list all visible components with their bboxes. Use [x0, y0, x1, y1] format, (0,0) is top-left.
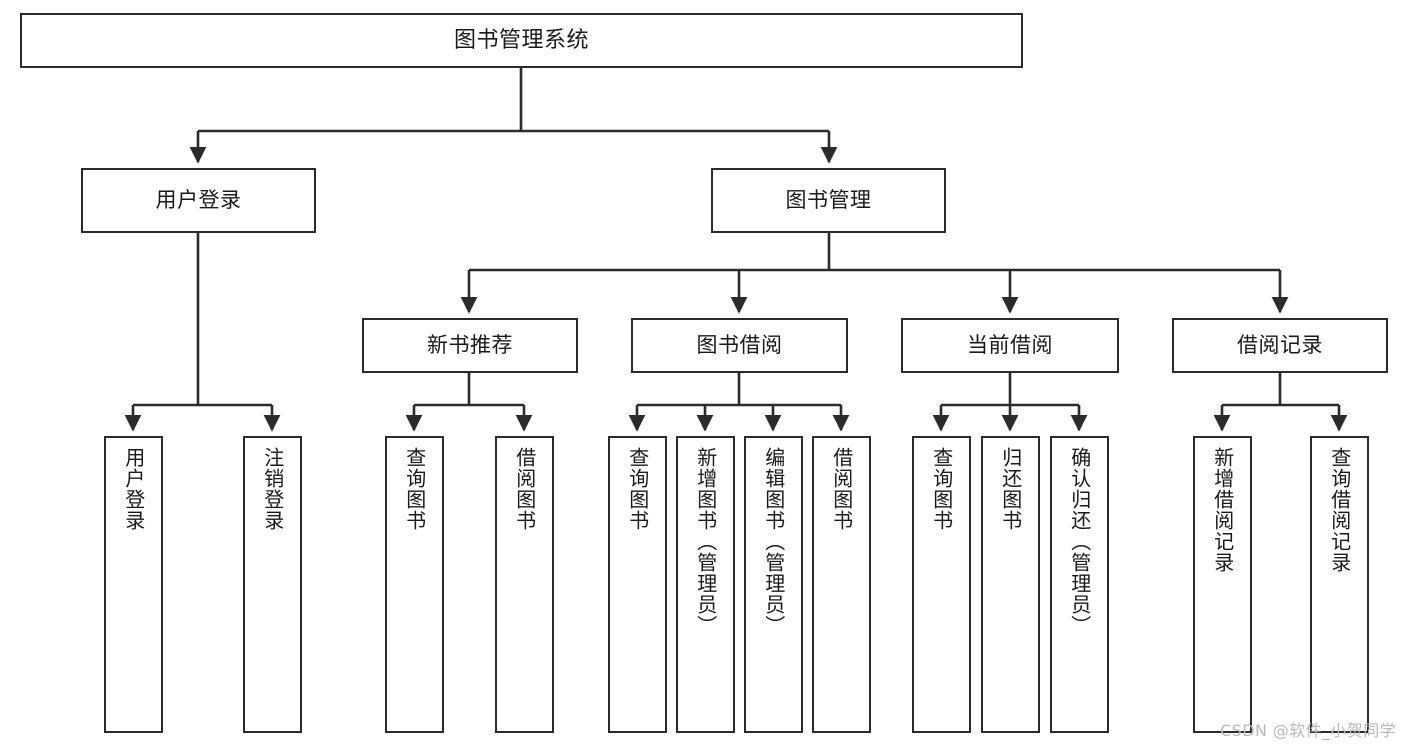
node-user-login[interactable]: 用户登录 [81, 168, 316, 233]
node-label: 借阅记录 [1237, 333, 1323, 358]
node-new-book-recommendation[interactable]: 新书推荐 [362, 318, 578, 373]
node-label: 图书管理系统 [453, 27, 589, 53]
node-label: 借阅图书 [512, 447, 537, 531]
node-book-borrowing[interactable]: 图书借阅 [631, 318, 848, 373]
leaf-user-login-logout[interactable]: 注销登录 [243, 436, 302, 733]
node-book-management[interactable]: 图书管理 [711, 168, 946, 233]
node-label: 查询图书 [402, 447, 427, 531]
leaf-current-borrow-return-book[interactable]: 归还图书 [981, 436, 1040, 733]
leaf-borrow-record-query-record[interactable]: 查询借阅记录 [1310, 436, 1369, 733]
node-label: 确认归还（管理员） [1067, 447, 1092, 636]
node-label: 归还图书 [998, 447, 1023, 531]
node-label: 查询图书 [625, 447, 650, 531]
node-label: 当前借阅 [967, 333, 1053, 358]
leaf-new-book-borrow-book[interactable]: 借阅图书 [495, 436, 554, 733]
node-label: 注销登录 [260, 447, 285, 531]
leaf-borrow-record-add-record[interactable]: 新增借阅记录 [1193, 436, 1252, 733]
node-label: 用户登录 [121, 447, 146, 531]
leaf-new-book-query-book[interactable]: 查询图书 [385, 436, 444, 733]
node-label: 图书借阅 [696, 333, 783, 358]
node-label: 编辑图书（管理员） [761, 447, 786, 636]
node-label: 图书管理 [785, 188, 872, 213]
leaf-current-borrow-query-book[interactable]: 查询图书 [912, 436, 971, 733]
node-label: 用户登录 [155, 188, 242, 213]
node-label: 新书推荐 [427, 333, 513, 358]
leaf-current-borrow-confirm-return-admin[interactable]: 确认归还（管理员） [1050, 436, 1109, 733]
leaf-borrow-book-query-book[interactable]: 查询图书 [608, 436, 667, 733]
node-borrowing-record[interactable]: 借阅记录 [1172, 318, 1388, 373]
node-label: 新增图书（管理员） [693, 447, 718, 636]
leaf-borrow-book-borrow-book[interactable]: 借阅图书 [812, 436, 871, 733]
leaf-borrow-book-edit-book-admin[interactable]: 编辑图书（管理员） [744, 436, 803, 733]
leaf-borrow-book-add-book-admin[interactable]: 新增图书（管理员） [676, 436, 735, 733]
node-label: 查询借阅记录 [1327, 447, 1352, 573]
node-current-borrowing[interactable]: 当前借阅 [901, 318, 1119, 373]
node-label: 新增借阅记录 [1210, 447, 1235, 573]
leaf-user-login-login[interactable]: 用户登录 [104, 436, 163, 733]
node-label: 查询图书 [929, 447, 954, 531]
node-label: 借阅图书 [829, 447, 854, 531]
node-root-book-management-system[interactable]: 图书管理系统 [20, 13, 1023, 68]
csdn-watermark: CSDN @软件_小贺同学 [1220, 721, 1396, 740]
